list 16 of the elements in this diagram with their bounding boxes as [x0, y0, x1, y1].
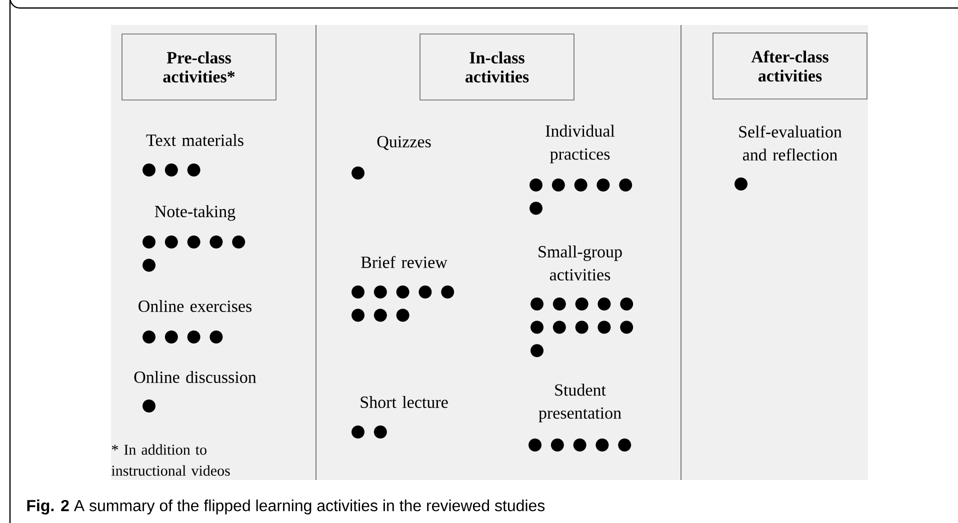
activity-label: Online discussion [134, 371, 256, 383]
heading-box: In-class activities [420, 34, 574, 100]
activity-label: Self-evaluation and reflection [739, 125, 842, 161]
heading-box: Pre-class activities* [122, 34, 276, 100]
caption: Fig. 2 A summary of the flipped learning activities in the reviewed studies [27, 500, 545, 514]
activity-label: Note-taking [154, 205, 236, 221]
heading-box: After-class activities [712, 32, 868, 100]
activity-label: Small-group activities [538, 246, 622, 280]
activity-label: Short lecture [360, 396, 448, 408]
activity-label: Individual practices [546, 124, 615, 164]
footnote: * In addition to instructional videos [112, 444, 230, 476]
activity-label: Student presentation [538, 384, 622, 422]
activity-label: Online exercises [138, 300, 252, 312]
activity-label: Text materials [146, 134, 244, 146]
activity-label: Quizzes [377, 136, 431, 150]
activity-label: Brief review [361, 256, 448, 268]
